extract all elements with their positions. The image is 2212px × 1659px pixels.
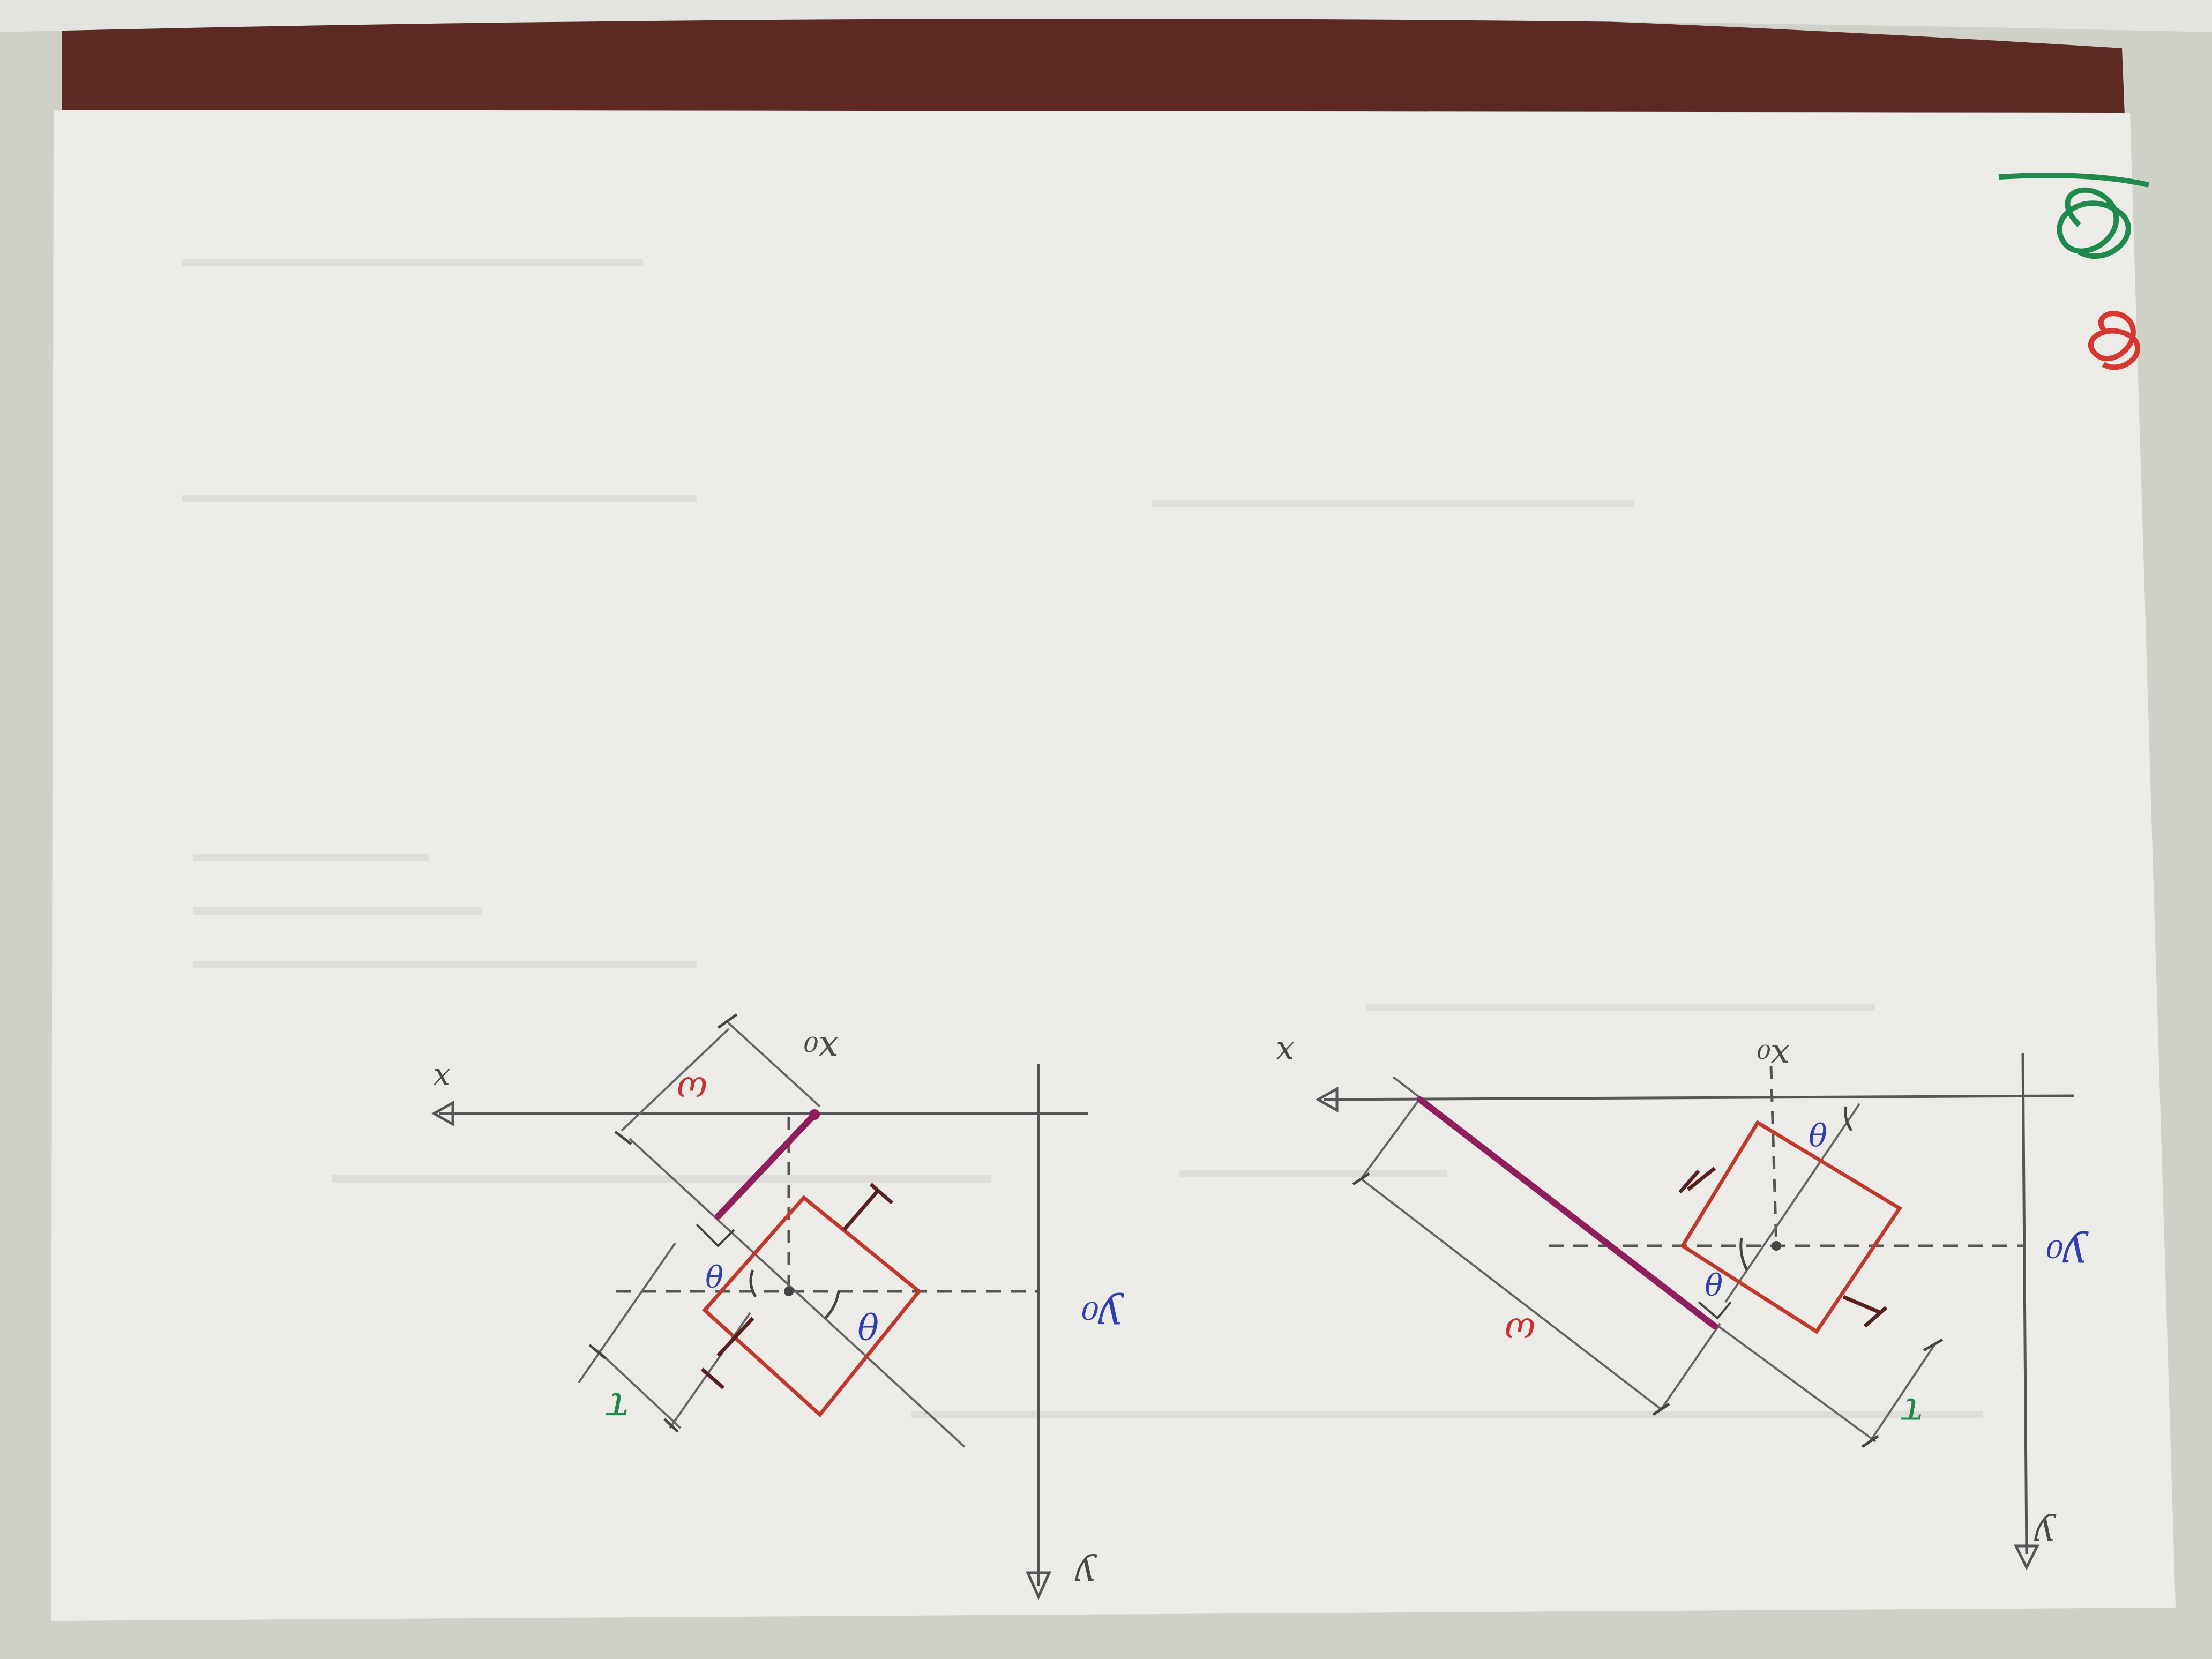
right-right-angle-mark xyxy=(1698,1301,1732,1320)
left-angle-arc-2 xyxy=(824,1291,840,1319)
left-origin-dot xyxy=(809,1109,820,1120)
right-tau-label: τ xyxy=(1900,1389,1924,1437)
paper-sheet xyxy=(51,110,2176,1621)
left-red-tick-2 xyxy=(716,1317,754,1357)
left-red-tick-2b xyxy=(700,1367,725,1389)
left-axis-y0-label: y₀ xyxy=(1081,1292,1124,1342)
right-center-dot xyxy=(1772,1241,1781,1251)
left-axis-y-label: y xyxy=(1074,1553,1097,1595)
red-scribble xyxy=(2088,311,2141,370)
right-red-tick-1b xyxy=(1678,1169,1700,1194)
right-axis-y-label: y xyxy=(2034,1513,2057,1555)
left-axis-x0-label: x₀ xyxy=(803,1028,839,1070)
corner-scribbles xyxy=(1998,173,2150,370)
left-center-dot xyxy=(784,1287,794,1296)
right-angle-1-label: θ xyxy=(1809,1115,1827,1152)
left-tau-label: τ xyxy=(605,1383,630,1433)
left-angle-1-label: θ xyxy=(705,1257,723,1292)
right-y-arrow-icon xyxy=(2013,1544,2040,1571)
left-red-tick-1 xyxy=(842,1188,880,1231)
right-dashed-vertical xyxy=(1769,1066,1778,1246)
left-diagonal-side xyxy=(578,1242,676,1384)
left-right-angle-mark xyxy=(696,1223,735,1247)
top-paper-strip xyxy=(0,0,2212,32)
right-red-tick-2 xyxy=(1842,1295,1882,1315)
left-omega-segment xyxy=(715,1111,818,1220)
left-diagonal-side2 xyxy=(621,1028,730,1132)
left-red-square xyxy=(702,1195,922,1418)
left-diagonal-bottom2 xyxy=(669,1312,751,1429)
right-dimension-ticks xyxy=(1352,1172,1944,1448)
left-omega-label: ω xyxy=(677,1068,707,1112)
right-red-square xyxy=(1680,1120,1902,1334)
right-y-axis xyxy=(2021,1052,2028,1555)
left-dimension-ticks xyxy=(588,1013,738,1433)
right-angle-arc-1 xyxy=(1739,1237,1748,1271)
left-diagonal-upper xyxy=(725,1020,821,1108)
left-y-arrow-icon xyxy=(1026,1571,1051,1601)
left-diagonal-bottom xyxy=(596,1349,682,1429)
left-angle-arc-1 xyxy=(749,1269,757,1298)
right-red-tick-2b xyxy=(1863,1306,1888,1328)
right-perp-1 xyxy=(1360,1097,1421,1180)
right-axis-x0-label: x₀ xyxy=(1757,1036,1790,1076)
left-axis-x-label: x xyxy=(433,1062,450,1096)
right-angle-arc-2 xyxy=(1844,1106,1853,1132)
right-x-arrow-icon xyxy=(1315,1086,1339,1113)
green-scribble xyxy=(1998,173,2150,259)
right-angle-2-label: θ xyxy=(1705,1265,1723,1300)
right-perp-2 xyxy=(1660,1322,1721,1410)
show-through-traces xyxy=(182,259,1983,1418)
right-diagonal-lower xyxy=(1714,1322,1877,1443)
right-axis-y0-label: y₀ xyxy=(2046,1230,2089,1280)
left-x-arrow-icon xyxy=(431,1100,454,1127)
right-x-axis xyxy=(1323,1094,2074,1101)
left-diagram: x y x₀ y₀ θ θ ω τ xyxy=(431,1013,1124,1601)
right-diagram: x y x₀ y₀ θ θ ω τ xyxy=(1276,1034,2089,1571)
right-red-tick-1 xyxy=(1686,1167,1716,1191)
right-omega-segment xyxy=(1417,1096,1718,1329)
right-perp-3 xyxy=(1869,1344,1935,1443)
right-omega-label: ω xyxy=(1505,1309,1535,1353)
left-angle-2-label: θ xyxy=(857,1304,879,1346)
right-diagonal-left xyxy=(1360,1178,1662,1410)
right-axis-x-label: x xyxy=(1276,1034,1294,1072)
dark-binder-band xyxy=(62,5,2125,116)
left-red-tick-1b xyxy=(869,1183,894,1205)
left-diagonal-main xyxy=(629,1138,966,1448)
